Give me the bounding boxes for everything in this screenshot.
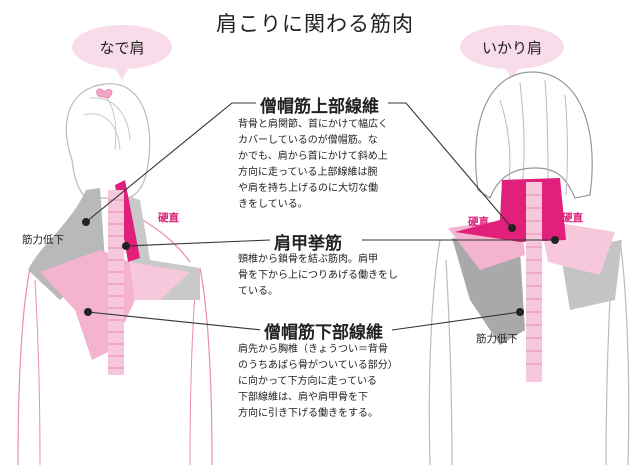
right-weak-label: 筋力低下 [476,333,518,345]
muscle-heading-lower-trapezius: 僧帽筋下部線維 [260,318,387,343]
left-figure [17,83,213,466]
muscle-description-upper-trapezius: 背骨と肩関節、首にかけて幅広く カバーしているのが僧帽筋。な かでも、肩から首に… [238,119,388,210]
page-title: 肩こりに関わる筋肉 [216,12,414,36]
left-weak-label: 筋力低下 [22,234,64,246]
left-bubble-label: なで肩 [99,39,145,57]
right-stiff-label-right: 硬直 [562,212,583,224]
muscle-description-levator-scapulae: 頸椎から鎖骨を結ぶ筋肉。肩甲 骨を下から上につりあげる働きをし ている。 [238,254,398,297]
left-speech-bubble [72,25,172,80]
right-stiff-label-left: 硬直 [468,216,489,228]
leader-lines [85,102,555,331]
right-bubble-label: いかり肩 [481,39,542,57]
muscle-heading-levator-scapulae: 肩甲挙筋 [270,229,346,254]
left-stiff-label: 硬直 [158,212,179,224]
leader-dots [82,218,559,316]
muscle-description-lower-trapezius: 肩先から胸椎（きょうつい＝背骨 のうちあばら骨がついている部分） に向かって下方… [238,344,398,419]
right-speech-bubble [460,25,564,80]
right-figure [428,71,630,466]
muscle-heading-upper-trapezius: 僧帽筋上部線維 [256,92,383,117]
